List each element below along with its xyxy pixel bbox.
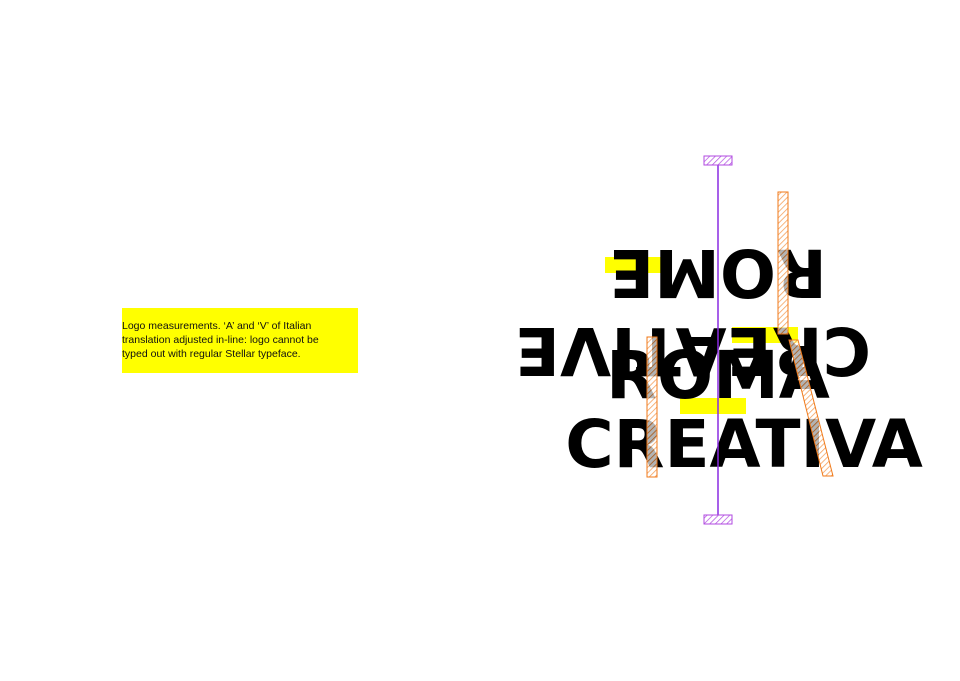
annotation-note: Logo measurements. ‘A’ and ‘V’ of Italia… [122,308,358,373]
logo-line-creativa: CREATIVA [565,406,923,483]
logo-construction: ROME CREATIVE ROMA CREATIVA [515,150,923,540]
measure-strip-upper-r [777,191,789,335]
guide-cap-bottom [703,514,733,525]
note-highlight [122,308,358,373]
note-text: Logo measurements. ‘A’ and ‘V’ of Italia… [122,320,319,360]
logo-line-creative-mirrored: CREATIVE [515,312,871,389]
measure-strip-diagonal-a [788,339,834,477]
highlight-bar-3 [680,398,746,414]
measure-strip-lower-r [646,336,658,478]
logo-diagram: ROME CREATIVE ROMA CREATIVA [515,155,923,525]
highlight-bar-1 [605,257,671,273]
svg-text:CREATIVE: CREATIVE [515,312,871,389]
guide-cap-top [703,155,733,166]
